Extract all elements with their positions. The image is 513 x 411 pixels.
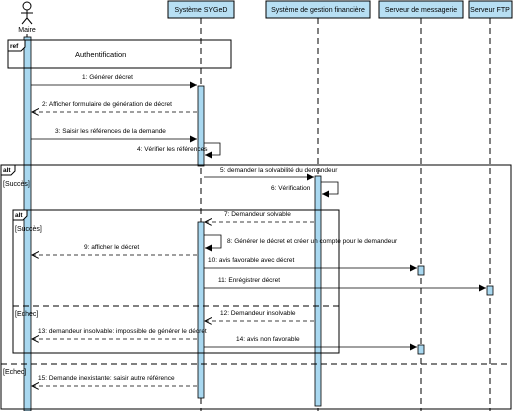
message-9: 9: afficher le décret — [32, 244, 197, 255]
message-3: 3: Saisir les références de la demande — [31, 128, 197, 143]
activation-finance — [314, 175, 322, 407]
message-12: 12: Demandeur insolvable — [205, 310, 314, 321]
lifeline-label: Système SYGeD — [175, 7, 228, 14]
message-13: 13: demandeur insolvable: impossible de … — [32, 328, 207, 339]
activation-bars — [23, 36, 494, 411]
message-label: 14: avis non favorable — [236, 336, 300, 343]
message-label: 4: Vérifier les références — [137, 146, 208, 153]
lifeline-head-finance: Système de gestion financière — [265, 0, 371, 19]
outer-alt-operator: alt — [3, 167, 11, 174]
message-label: 6: Vérification — [271, 185, 311, 192]
message-11: 11: Enrégistrer décret — [204, 277, 486, 292]
message-6: 6: Vérification — [271, 181, 339, 198]
outer-alt-fragment: alt [Succès] [Echec] — [0, 164, 512, 410]
message-label: 15: Demande inexistante: saisir autre ré… — [38, 375, 175, 382]
lifeline-head-ftp: Serveur FTP — [468, 0, 513, 19]
activation-messaging-1 — [417, 265, 425, 276]
message-label: 2: Afficher formulaire de génération de … — [42, 101, 172, 108]
activation-ftp — [486, 285, 494, 296]
message-label: 5: demander la solvabilité du demandeur — [220, 167, 338, 174]
outer-alt-guard-success: [Succès] — [3, 181, 30, 188]
lifeline-head-sygod: Système SYGeD — [167, 0, 235, 19]
activation-sygod-1 — [197, 85, 205, 167]
outer-alt-guard-failure: [Echec] — [3, 369, 26, 376]
message-5: 5: demander la solvabilité du demandeur — [204, 167, 338, 181]
lifeline-label: Système de gestion financière — [271, 7, 365, 14]
message-label: 7: Demandeur solvable — [224, 211, 291, 218]
message-label: 12: Demandeur insolvable — [220, 310, 296, 317]
inner-alt-guard-failure: [Echec] — [15, 311, 38, 318]
message-1: 1: Générer décret — [31, 74, 197, 89]
message-label: 13: demandeur insolvable: impossible de … — [38, 328, 207, 335]
inner-alt-operator: alt — [15, 212, 23, 219]
lifeline-head-messaging: Serveur de messagerie — [378, 0, 464, 19]
actor-label: Maire — [18, 27, 36, 34]
message-label: 1: Générer décret — [82, 74, 133, 81]
ref-fragment: ref Authentification — [7, 39, 232, 69]
activation-messaging-2 — [417, 344, 425, 355]
stick-figure-icon — [21, 1, 33, 25]
message-label: 10: avis favorable avec décret — [208, 257, 295, 264]
message-label: 3: Saisir les références de la demande — [55, 128, 166, 135]
inner-alt-fragment: alt [Succès] [Echec] — [12, 209, 340, 354]
activation-maire — [23, 36, 32, 411]
message-14: 14: avis non favorable — [204, 336, 417, 351]
message-4: 4: Vérifier les références — [137, 142, 221, 159]
message-8: 8: Générer le décret et créer un compte … — [204, 234, 398, 252]
ref-operator: ref — [10, 43, 19, 50]
message-2: 2: Afficher formulaire de génération de … — [32, 101, 197, 112]
actor-maire: Maire — [18, 1, 36, 34]
ref-title: Authentification — [75, 50, 126, 59]
activation-sygod-2 — [197, 221, 205, 399]
message-label: 9: afficher le décret — [84, 244, 139, 251]
message-15: 15: Demande inexistante: saisir autre ré… — [32, 375, 197, 386]
lifeline-label: Serveur FTP — [470, 7, 510, 14]
lifeline-label: Serveur de messagerie — [385, 7, 457, 14]
inner-alt-guard-success: [Succès] — [15, 226, 42, 233]
message-label: 8: Générer le décret et créer un compte … — [227, 238, 398, 245]
message-10: 10: avis favorable avec décret — [204, 257, 417, 272]
message-label: 11: Enrégistrer décret — [218, 277, 280, 284]
messages: 1: Générer décret 2: Afficher formulaire… — [31, 74, 486, 386]
message-7: 7: Demandeur solvable — [205, 211, 314, 222]
